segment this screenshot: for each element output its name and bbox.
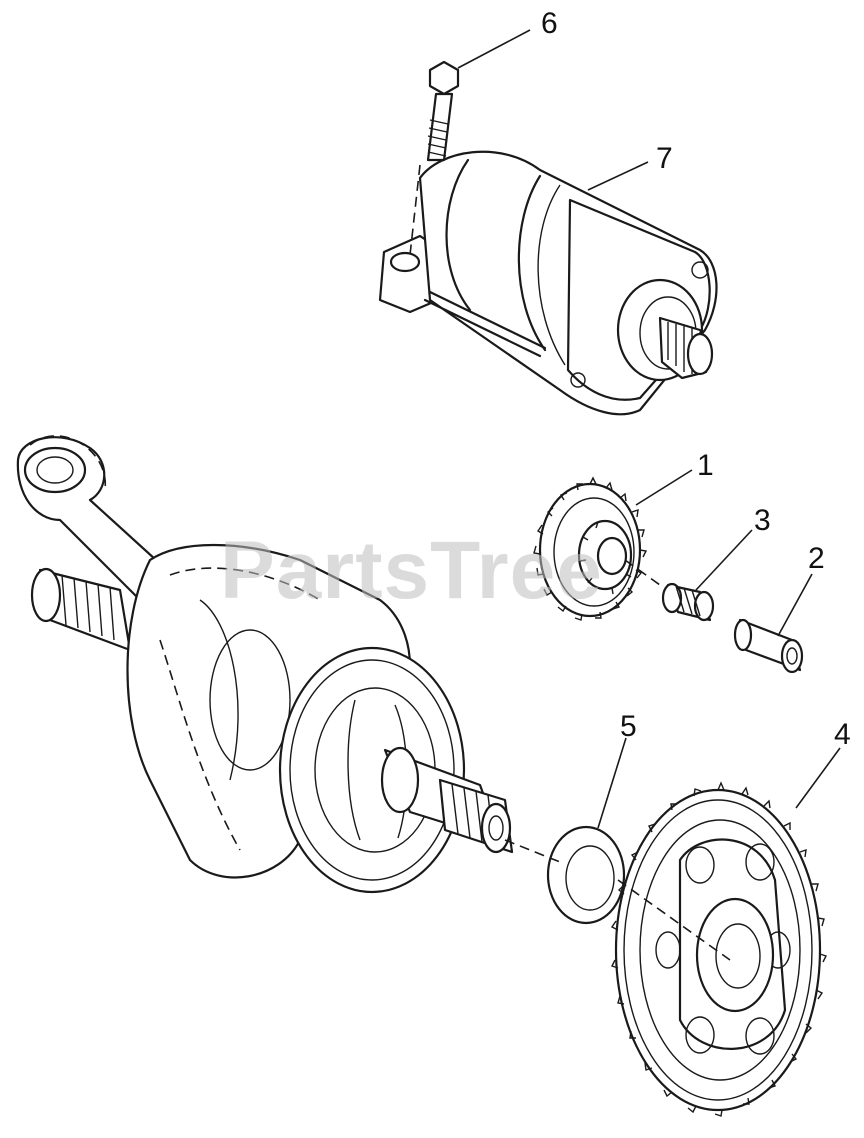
callout-1: 1 bbox=[697, 449, 714, 482]
idler-shaft bbox=[733, 618, 804, 674]
crankshaft-assembly bbox=[16, 435, 514, 894]
thrust-washer bbox=[504, 825, 626, 925]
callout-7: 7 bbox=[656, 142, 673, 175]
mounting-bolt bbox=[409, 60, 460, 256]
callout-5: 5 bbox=[620, 710, 637, 743]
watermark-text: PartsTree bbox=[220, 525, 603, 616]
callouts: 6 7 1 3 2 5 4 bbox=[457, 7, 851, 829]
starter-motor bbox=[378, 150, 718, 416]
needle-bearing bbox=[661, 582, 715, 622]
callout-2: 2 bbox=[808, 542, 825, 575]
callout-4: 4 bbox=[834, 718, 851, 751]
callout-3: 3 bbox=[754, 504, 771, 537]
starter-driven-gear bbox=[610, 781, 827, 1117]
callout-6: 6 bbox=[541, 7, 558, 40]
idler-gear bbox=[533, 476, 661, 621]
